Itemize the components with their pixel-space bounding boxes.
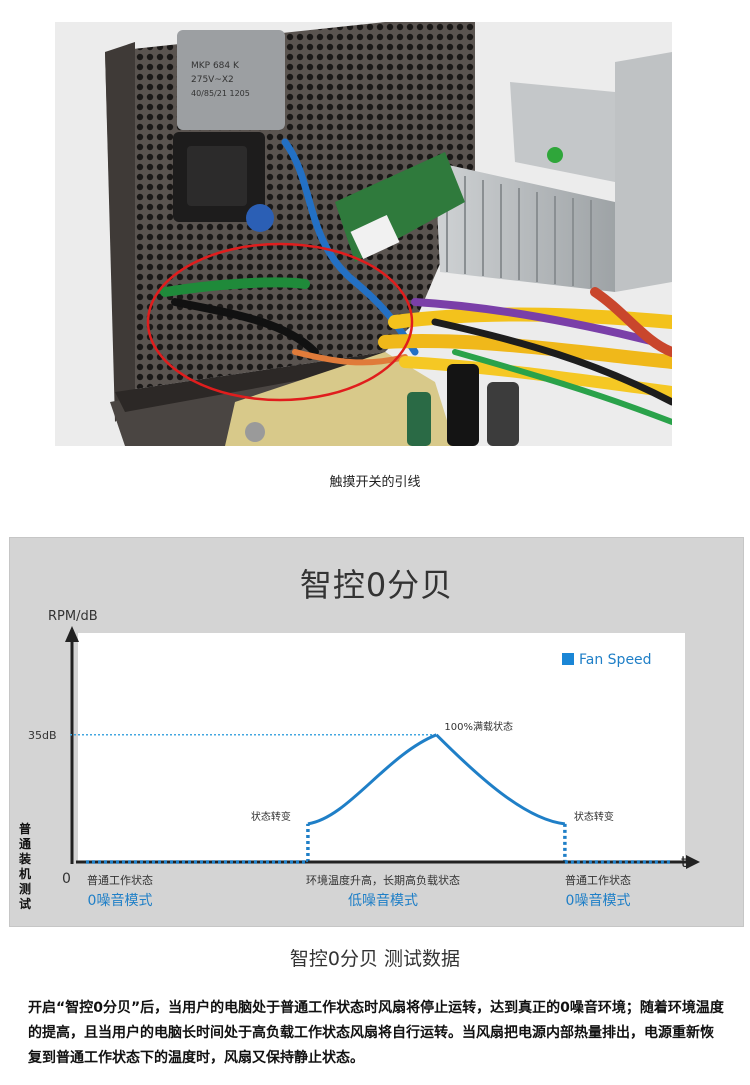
chart-subtitle: 智控0分贝 测试数据 [289, 948, 461, 970]
psu-photo: MKP 684 K 275V~X2 40/85/21 1205 [55, 22, 672, 446]
capacitor-label: MKP 684 K [191, 61, 240, 71]
side-label-char: 测 [19, 881, 31, 896]
peak-annotation: 100%满载状态 [444, 720, 513, 733]
y-level-label: 35dB [28, 729, 57, 742]
side-label-char: 装 [18, 851, 31, 866]
electrolytic-capacitors [407, 364, 519, 446]
screw [245, 422, 265, 442]
chart-title: 智控0分贝 [299, 566, 454, 604]
origin-label: 0 [62, 871, 71, 887]
psu-photo-drawing: MKP 684 K 275V~X2 40/85/21 1205 [55, 22, 672, 446]
y-capacitor [246, 204, 274, 232]
heatsink [435, 52, 672, 292]
side-label-char: 机 [19, 866, 31, 881]
phase-mode: 低噪音模式 [348, 892, 418, 909]
y-axis-arrow [65, 626, 79, 642]
side-label-char: 试 [19, 896, 31, 911]
side-label-char: 通 [19, 836, 31, 851]
series-curve-down [435, 733, 566, 826]
left-transition-label: 状态转变 [251, 810, 291, 823]
y-axis-label: RPM/dB [48, 609, 98, 624]
phase-mode: 0噪音模式 [566, 892, 631, 909]
series-curve-up [307, 733, 437, 826]
wiring [160, 138, 672, 425]
capacitor-code: 40/85/21 1205 [191, 89, 250, 98]
chart-panel: 智控0分贝 RPM/dB t 0 35dB 普通装机测试 100%满载状态状态转变 状态转变… [9, 537, 744, 927]
pcb-board [225, 352, 455, 446]
phase-desc: 普通工作状态 [565, 873, 631, 887]
right-transition-label: 状态转变 [574, 810, 614, 823]
side-label-char: 普 [19, 821, 31, 836]
legend-swatch [562, 653, 574, 665]
x2-capacitor: MKP 684 K 275V~X2 40/85/21 1205 [177, 30, 285, 130]
phase-desc: 普通工作状态 [87, 873, 153, 887]
capacitor-rating: 275V~X2 [191, 75, 234, 85]
photo-caption: 触摸开关的引线 [329, 475, 421, 490]
phase-mode: 0噪音模式 [88, 892, 153, 909]
highlight-circle [146, 242, 414, 402]
legend-label: Fan Speed [579, 652, 652, 668]
x-axis-arrow [686, 855, 700, 869]
green-led [547, 147, 563, 163]
x-axis-label: t [681, 853, 687, 871]
phase-desc: 环境温度升高，长期高负载状态 [306, 873, 460, 887]
plot-area [78, 633, 685, 863]
description-text: 开启“智控0分贝”后，当用户的电脑处于普通工作状态时风扇将停止运转，达到真正的0… [28, 1000, 724, 1066]
